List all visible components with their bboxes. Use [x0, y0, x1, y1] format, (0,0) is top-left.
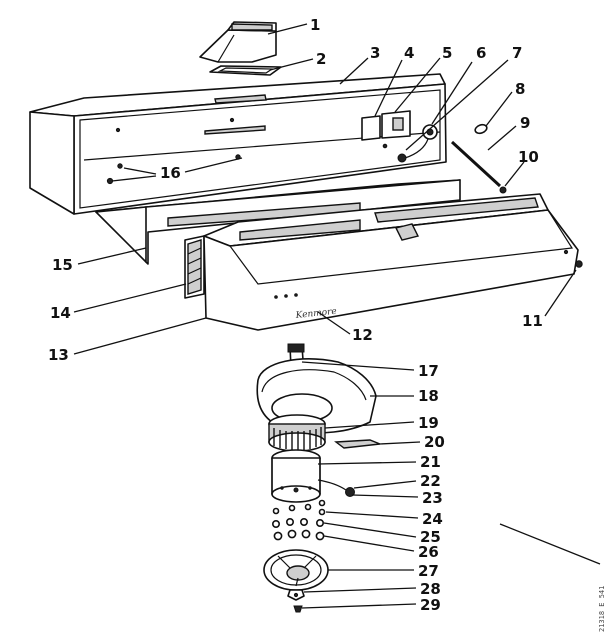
label-20: 20: [424, 433, 445, 451]
label-9: 9: [520, 114, 530, 132]
part-8-knob: [474, 123, 488, 135]
label-28: 28: [420, 580, 441, 598]
label-1: 1: [310, 16, 320, 34]
mounting-hardware-set: [271, 503, 326, 541]
label-5: 5: [442, 44, 452, 62]
label-18: 18: [418, 387, 439, 405]
part-10-rod-end: [499, 186, 507, 194]
part-28-nut: [287, 589, 305, 601]
leader-lines: [73, 23, 601, 609]
label-6: 6: [476, 44, 486, 62]
part-14-filter: [184, 235, 205, 299]
part-9-rod: [450, 140, 502, 188]
label-2: 2: [316, 50, 326, 68]
part-19-blower-wheel: [268, 414, 326, 452]
label-8: 8: [515, 80, 525, 98]
label-3: 3: [370, 44, 380, 62]
part-20-strip: [334, 439, 381, 449]
part-13-front-cover: Kenmore: [203, 193, 583, 331]
label-14: 14: [50, 304, 71, 322]
label-22: 22: [420, 472, 441, 490]
label-27: 27: [418, 562, 439, 580]
label-4: 4: [404, 44, 414, 62]
part-23-fastener: [318, 499, 326, 507]
label-11: 11: [522, 312, 543, 330]
label-12: 12: [352, 326, 373, 344]
part-22-wire-connector: [317, 479, 355, 507]
part-1-duct-transition: [199, 21, 277, 63]
part-number-labels: 1 2 3 4 5 6 7 8 9 10 11 12 13 14 15 16 1…: [48, 16, 543, 614]
label-10: 10: [518, 148, 539, 166]
label-25: 25: [420, 528, 441, 546]
label-17: 17: [418, 362, 439, 380]
label-16: 16: [160, 164, 181, 182]
label-26: 26: [418, 543, 439, 561]
part-3-hood-housing: [29, 73, 447, 215]
label-7: 7: [512, 44, 522, 62]
side-reference-code: 21318 E 541: [598, 586, 606, 632]
label-19: 19: [418, 414, 439, 432]
label-21: 21: [420, 453, 441, 471]
part-7-cord-clamp: [397, 153, 407, 163]
part-27-mounting-plate: [263, 549, 329, 591]
part-15-back-panel: [95, 179, 461, 265]
label-29: 29: [420, 596, 441, 614]
part-21-motor: [271, 449, 321, 503]
label-24: 24: [422, 510, 443, 528]
label-23: 23: [422, 489, 443, 507]
label-13: 13: [48, 346, 69, 364]
part-4-bracket: [361, 115, 381, 141]
part-11-screw: [575, 260, 583, 268]
part-29-screw: [293, 605, 303, 613]
label-15: 15: [52, 256, 73, 274]
